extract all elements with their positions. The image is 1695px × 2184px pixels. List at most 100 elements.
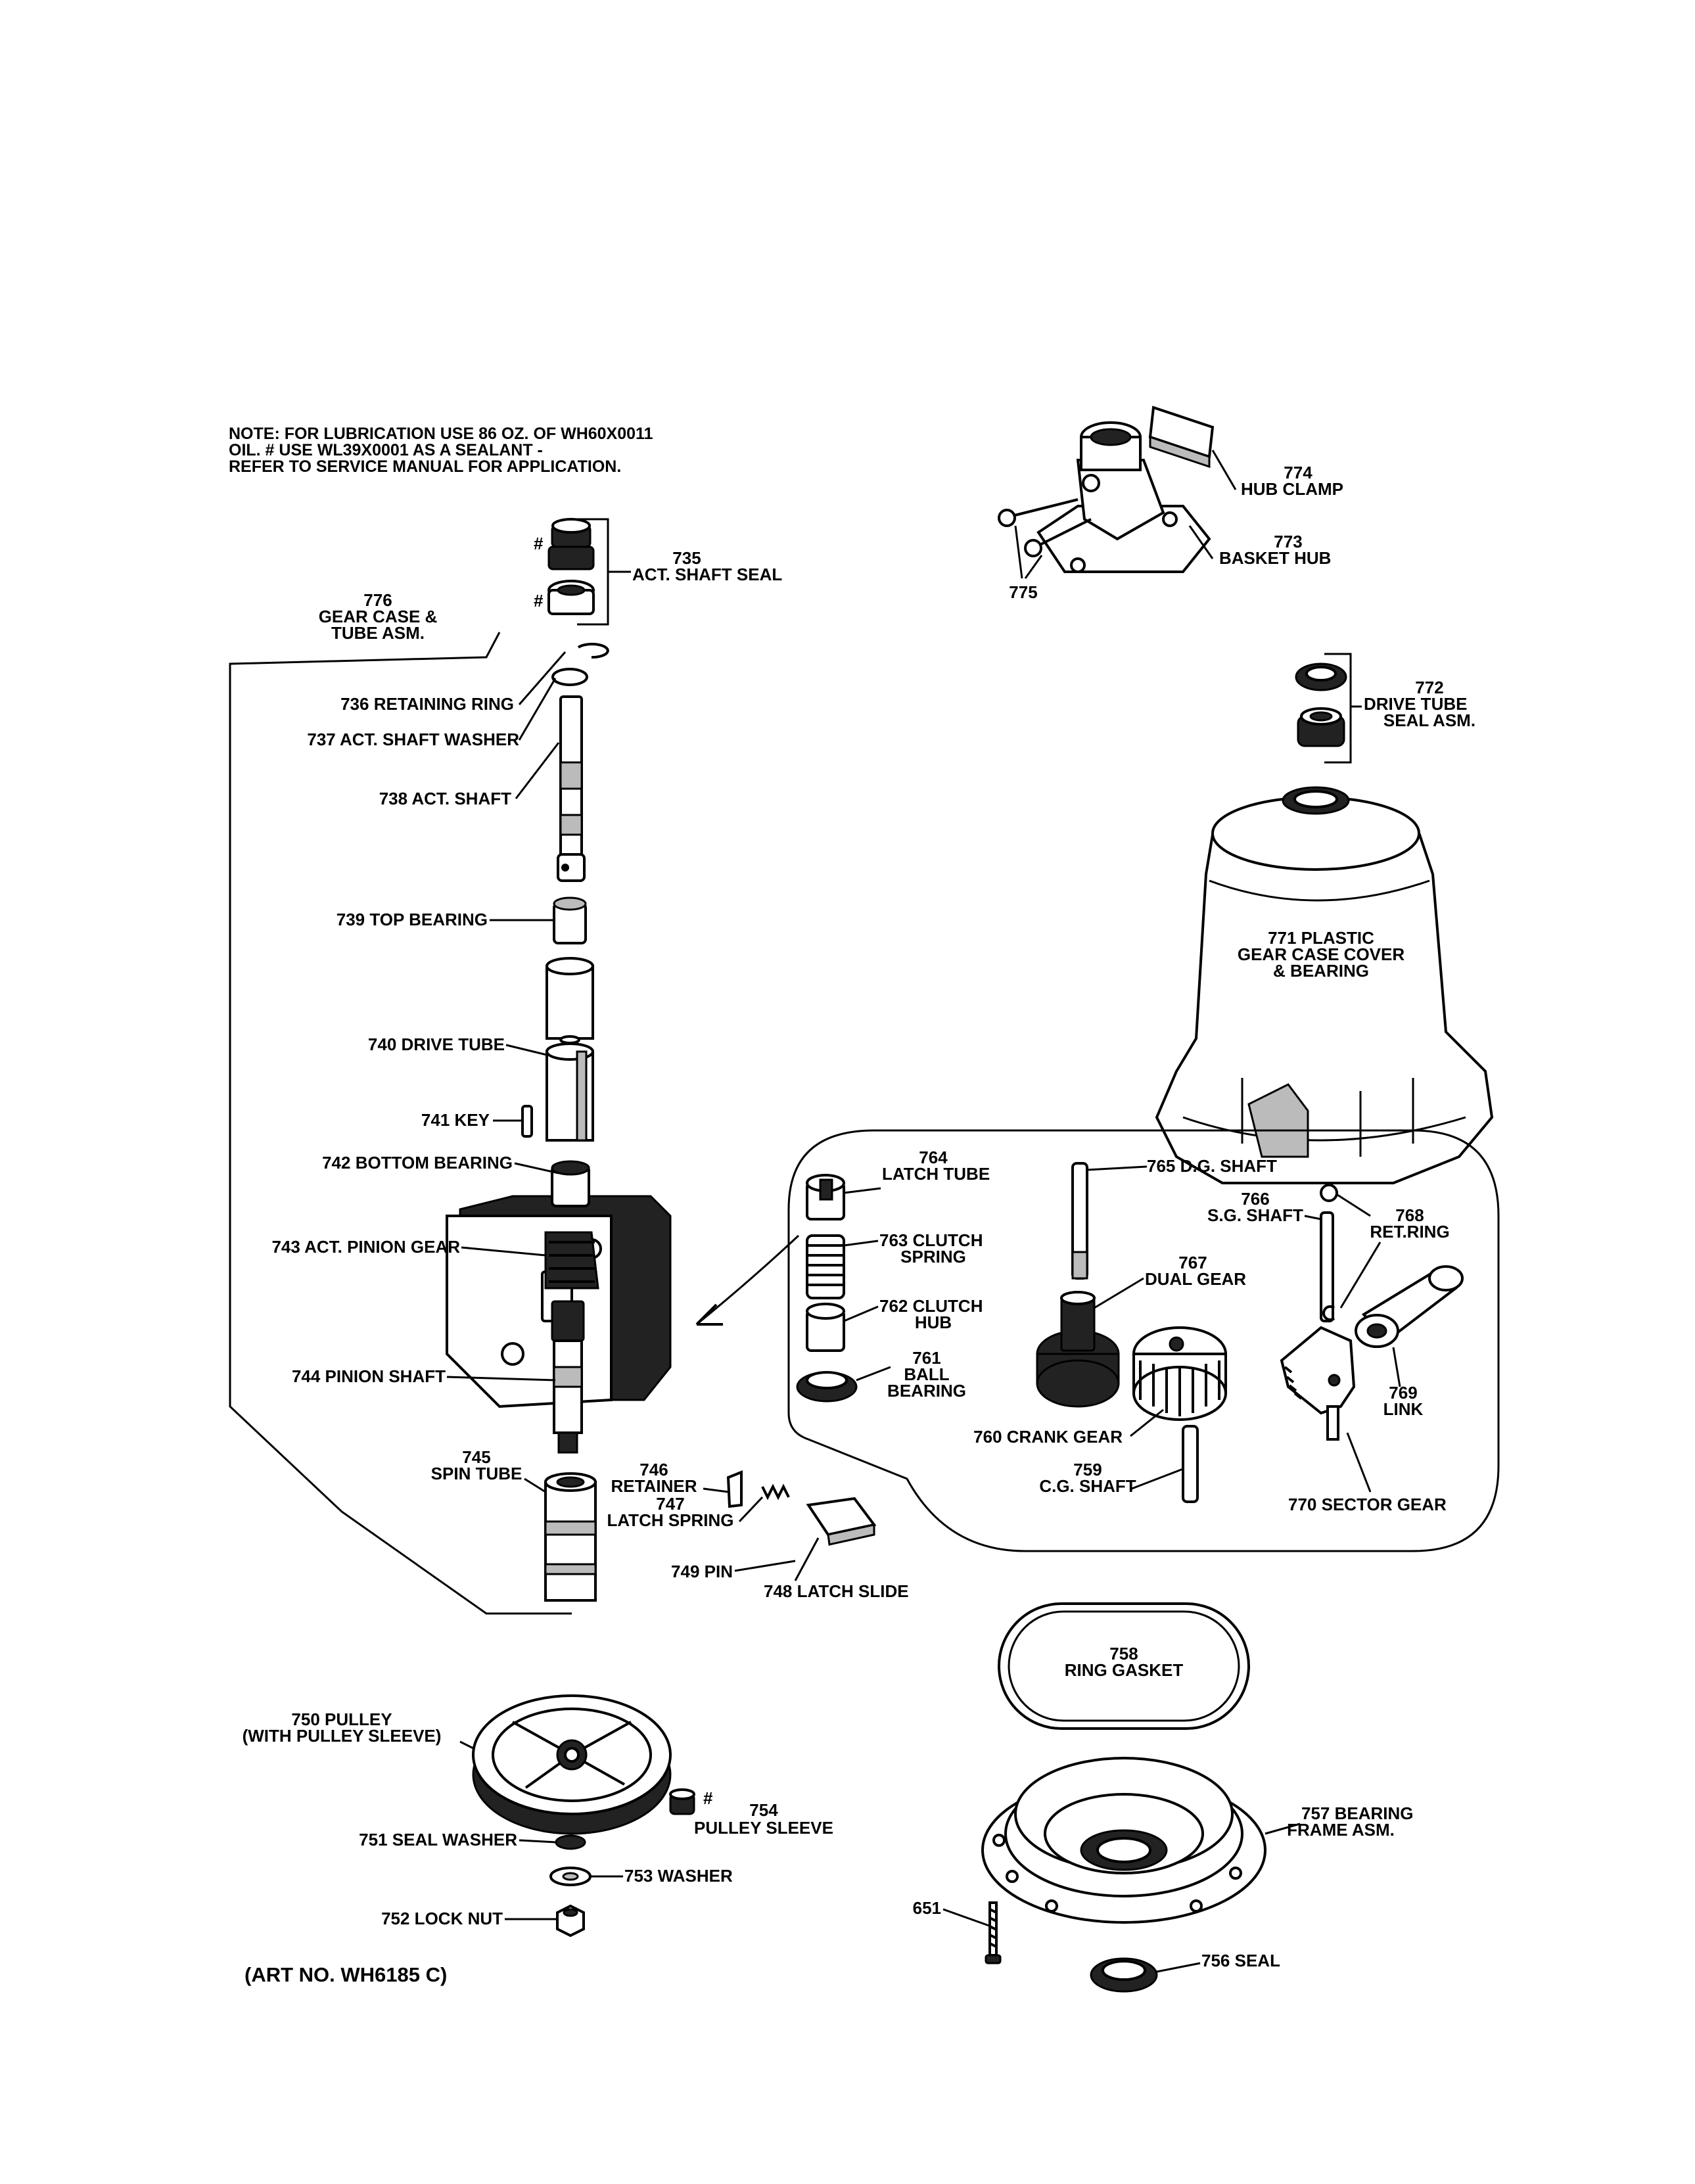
label-753: 753 WASHER [624, 1866, 733, 1886]
hub-clamp-part [1148, 406, 1215, 469]
seal-washer-part [555, 1834, 586, 1850]
leader-738 [515, 742, 560, 799]
label-768: 768 RET.RING [1370, 1205, 1449, 1242]
label-752: 752 LOCK NUT [381, 1909, 503, 1928]
label-759: 759 C.G. SHAFT [1039, 1460, 1136, 1496]
leader-651 [942, 1908, 990, 1927]
svg-text:BASKET HUB: BASKET HUB [1219, 548, 1331, 568]
retainer-part [726, 1470, 743, 1508]
svg-text:758: 758 [1109, 1644, 1138, 1663]
gear-group-arrow [696, 1234, 800, 1326]
label-762: 762 CLUTCH HUB [879, 1296, 983, 1332]
svg-text:764: 764 [919, 1148, 948, 1167]
svg-text:746: 746 [639, 1460, 668, 1479]
leader-756 [1156, 1962, 1201, 1973]
label-771: 771 PLASTIC GEAR CASE COVER & BEARING [1238, 928, 1405, 981]
lubrication-note: NOTE: FOR LUBRICATION USE 86 OZ. OF WH60… [229, 425, 653, 476]
label-736: 736 RETAINING RING [340, 694, 514, 714]
spin-tube-part [544, 1472, 597, 1602]
bearing-frame-part [981, 1757, 1266, 1924]
leader-766 [1304, 1215, 1322, 1220]
ret-ring-part [1320, 1184, 1338, 1321]
svg-text:BALL: BALL [904, 1364, 949, 1384]
svg-text:767: 767 [1178, 1253, 1207, 1272]
label-741: 741 KEY [421, 1110, 490, 1130]
svg-text:735: 735 [672, 548, 701, 568]
label-742: 742 BOTTOM BEARING [322, 1153, 513, 1173]
leader-748 [794, 1537, 820, 1581]
leader-757 [1265, 1823, 1301, 1835]
label-772: 772 DRIVE TUBE SEAL ASM. [1364, 678, 1475, 730]
svg-text:SPIN TUBE: SPIN TUBE [431, 1464, 522, 1483]
svg-text:SPRING: SPRING [900, 1247, 966, 1266]
svg-text:PULLEY SLEEVE: PULLEY SLEEVE [694, 1818, 833, 1838]
svg-text:DRIVE TUBE: DRIVE TUBE [1364, 694, 1467, 714]
label-749: 749 PIN [671, 1562, 733, 1581]
svg-text:LATCH TUBE: LATCH TUBE [882, 1164, 990, 1184]
svg-text:LINK: LINK [1383, 1399, 1424, 1419]
label-765: 765 D.G. SHAFT [1147, 1156, 1277, 1176]
leader-775-a [1014, 525, 1023, 579]
seal-part [1090, 1957, 1158, 1993]
pinion-shaft-part [551, 1300, 585, 1454]
leader-761 [856, 1366, 891, 1382]
leader-737 [518, 678, 557, 741]
pulley-part [472, 1694, 672, 1835]
leader-768-a [1337, 1194, 1371, 1217]
note-line-2: OIL. # USE WL39X0001 AS A SEALANT - [229, 441, 543, 459]
basket-hub-part [1036, 421, 1211, 573]
hash-mark-754: # [703, 1788, 713, 1808]
leader-770 [1346, 1432, 1372, 1493]
label-763: 763 CLUTCH SPRING [879, 1230, 983, 1266]
hash-mark-lower: # [534, 591, 544, 611]
leader-760 [1130, 1408, 1164, 1437]
bottom-bearing-part [551, 1160, 590, 1207]
leader-744 [446, 1376, 556, 1382]
clutch-hub-part [806, 1303, 845, 1352]
label-757: 757 BEARING FRAME ASM. [1287, 1803, 1413, 1840]
svg-text:& BEARING: & BEARING [1273, 961, 1369, 981]
svg-text:FRAME ASM.: FRAME ASM. [1287, 1820, 1395, 1840]
svg-text:LATCH SPRING: LATCH SPRING [607, 1510, 733, 1530]
drive-tube-seal-part [1295, 662, 1347, 747]
hash-mark-upper: # [534, 534, 544, 553]
leader-768-b [1339, 1242, 1382, 1309]
svg-text:762 CLUTCH: 762 CLUTCH [879, 1296, 983, 1316]
svg-text:HUB CLAMP: HUB CLAMP [1241, 479, 1343, 499]
svg-text:HUB: HUB [915, 1313, 952, 1332]
label-766: 766 S.G. SHAFT [1207, 1189, 1303, 1225]
label-774: 774 HUB CLAMP [1241, 463, 1343, 499]
svg-text:769: 769 [1389, 1383, 1417, 1403]
svg-text:774: 774 [1284, 463, 1312, 482]
label-746: 746 RETAINER [611, 1460, 697, 1496]
label-760: 760 CRANK GEAR [973, 1427, 1123, 1447]
svg-text:750 PULLEY: 750 PULLEY [291, 1709, 392, 1729]
svg-text:ACT. SHAFT SEAL: ACT. SHAFT SEAL [632, 565, 782, 584]
svg-text:776: 776 [363, 590, 392, 610]
label-776: 776 GEAR CASE & TUBE ASM. [319, 590, 438, 643]
note-line-1: NOTE: FOR LUBRICATION USE 86 OZ. OF WH60… [229, 425, 653, 443]
cg-shaft-part [1182, 1425, 1199, 1503]
leader-765 [1086, 1165, 1148, 1171]
latch-spring-part [761, 1483, 790, 1500]
note-line-3: REFER TO SERVICE MANUAL FOR APPLICATION. [229, 457, 621, 476]
drive-tube-part [546, 957, 594, 1142]
svg-text:768: 768 [1395, 1205, 1424, 1225]
svg-text:761: 761 [912, 1348, 940, 1368]
latch-slide-part [806, 1497, 877, 1546]
label-740: 740 DRIVE TUBE [368, 1034, 505, 1054]
leader-747 [738, 1496, 764, 1523]
label-770: 770 SECTOR GEAR [1288, 1495, 1447, 1514]
label-773: 773 BASKET HUB [1219, 532, 1331, 568]
leader-736 [518, 651, 567, 705]
svg-text:RING GASKET: RING GASKET [1065, 1660, 1184, 1680]
dg-shaft-part [1071, 1162, 1088, 1280]
svg-text:745: 745 [462, 1447, 490, 1467]
leader-740 [505, 1044, 547, 1056]
ball-bearing-part [796, 1371, 858, 1403]
svg-text:772: 772 [1415, 678, 1443, 697]
leader-749 [734, 1560, 796, 1572]
svg-text:757 BEARING: 757 BEARING [1301, 1803, 1414, 1823]
label-737: 737 ACT. SHAFT WASHER [307, 730, 519, 749]
